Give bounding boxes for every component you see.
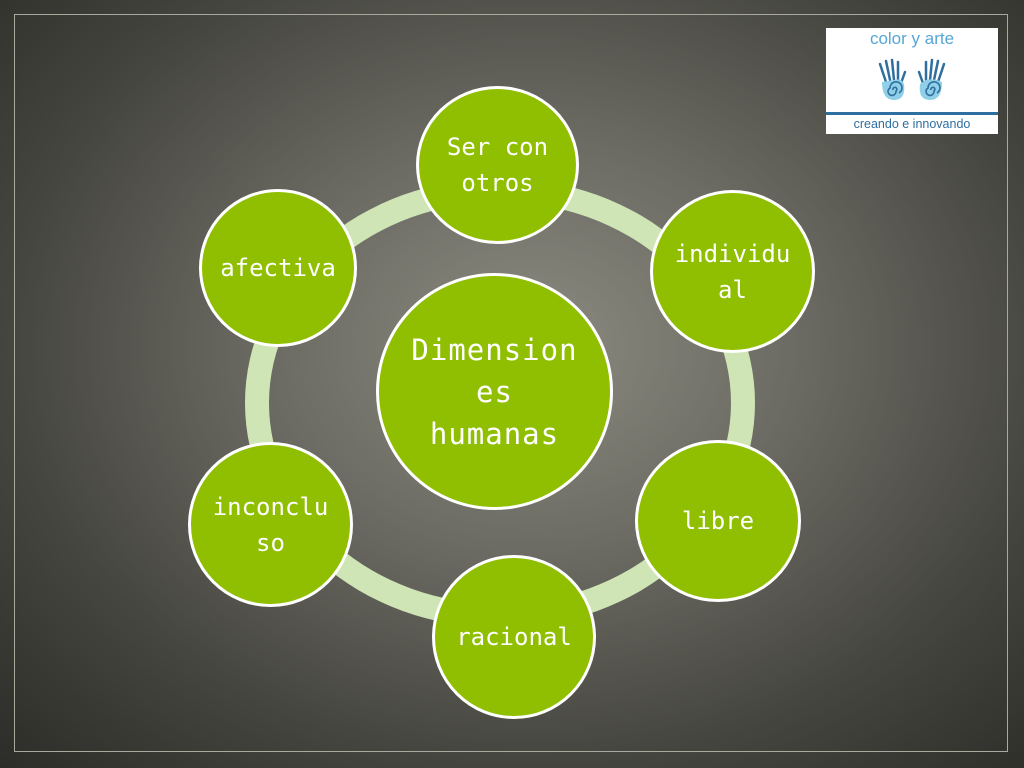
center-node-dimensiones-humanas: Dimension es humanas bbox=[376, 273, 613, 510]
logo-color-y-arte: color y arte creando e innovando bbox=[826, 28, 998, 134]
logo-bottom-text: creando e innovando bbox=[826, 112, 998, 134]
slide-frame bbox=[14, 14, 1008, 752]
node-libre: libre bbox=[635, 440, 801, 602]
node-individual: individu al bbox=[650, 190, 815, 353]
node-afectiva: afectiva bbox=[199, 189, 357, 347]
hands-spiral-icon bbox=[878, 58, 946, 100]
node-racional: racional bbox=[432, 555, 596, 719]
node-ser-con-otros: Ser con otros bbox=[416, 86, 579, 244]
logo-top-text: color y arte bbox=[869, 29, 955, 48]
node-inconcluso: inconclu so bbox=[188, 442, 353, 607]
